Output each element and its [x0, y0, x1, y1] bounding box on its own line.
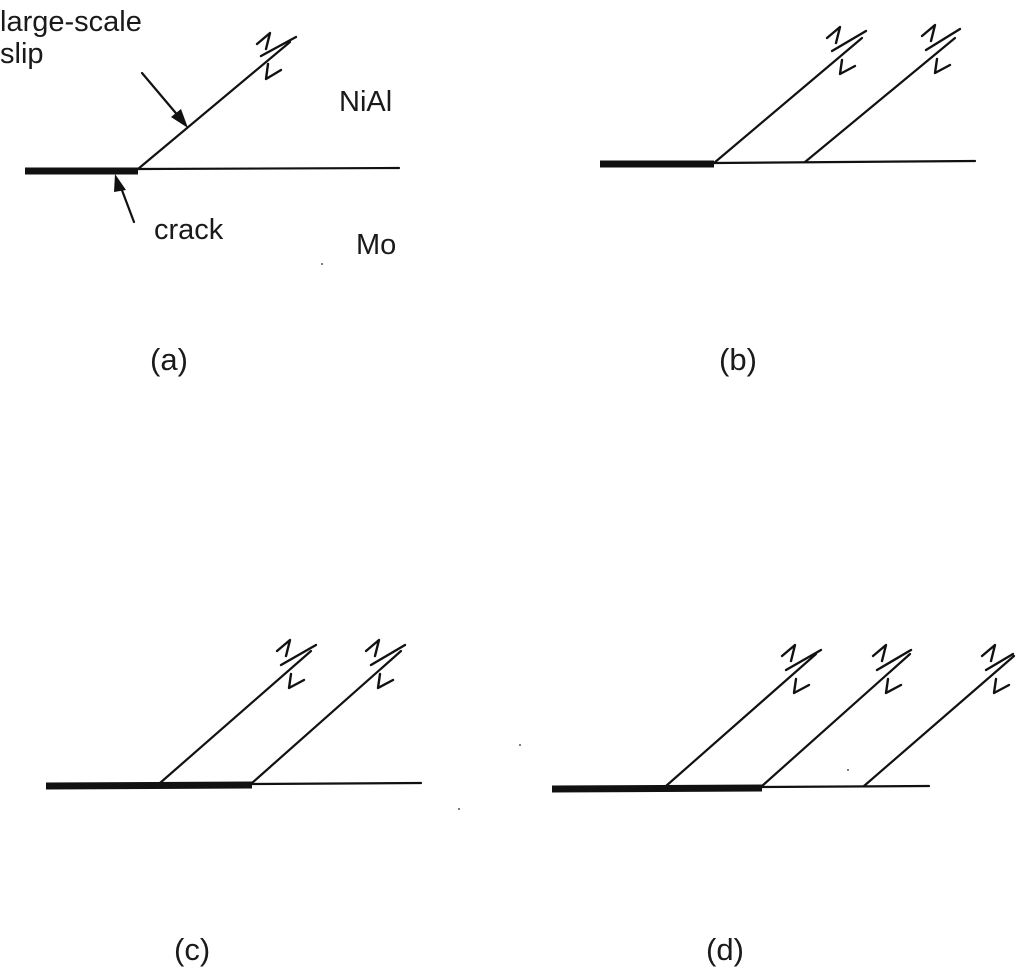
nial-label: NiAl	[339, 86, 393, 118]
shear-sense-marker	[780, 643, 823, 695]
shear-sense-marker	[825, 25, 868, 76]
slip-line	[664, 652, 818, 788]
large-scale-slip-label-line1: large-scale	[0, 6, 142, 38]
shear-sense-marker	[980, 643, 1015, 695]
shear-sense-marker	[255, 31, 298, 81]
panel-a	[25, 31, 401, 224]
panel-d-label: (d)	[706, 932, 744, 967]
interface-line	[136, 166, 401, 171]
panel-c-label: (c)	[174, 932, 211, 967]
panel-b	[600, 23, 977, 168]
mo-label: Mo	[356, 229, 397, 261]
crack-segment	[551, 784, 763, 793]
panel-a-label: (a)	[150, 342, 188, 377]
slip-line	[712, 36, 864, 165]
panel-c	[45, 638, 423, 790]
slip-pointer-arrow	[140, 71, 188, 128]
slip-line	[760, 652, 912, 788]
large-scale-slip-label-line2: slip	[0, 38, 44, 70]
interface-line	[712, 159, 977, 165]
panel-d	[551, 643, 1016, 793]
interface-line	[250, 781, 423, 786]
crack-label: crack	[154, 214, 224, 246]
shear-sense-marker	[275, 638, 318, 690]
shear-sense-marker	[920, 23, 962, 75]
slip-line	[803, 36, 957, 164]
scan-specks	[321, 263, 849, 810]
slip-line	[136, 40, 292, 171]
crack-segment	[45, 781, 253, 790]
shear-sense-marker	[364, 638, 407, 690]
panel-b-label: (b)	[719, 342, 757, 377]
slip-line	[250, 649, 403, 785]
slip-line	[862, 654, 1016, 788]
shear-sense-marker	[871, 643, 913, 695]
crack-pointer-arrow	[114, 174, 136, 224]
interface-line	[760, 784, 931, 789]
slip-line	[158, 649, 313, 785]
